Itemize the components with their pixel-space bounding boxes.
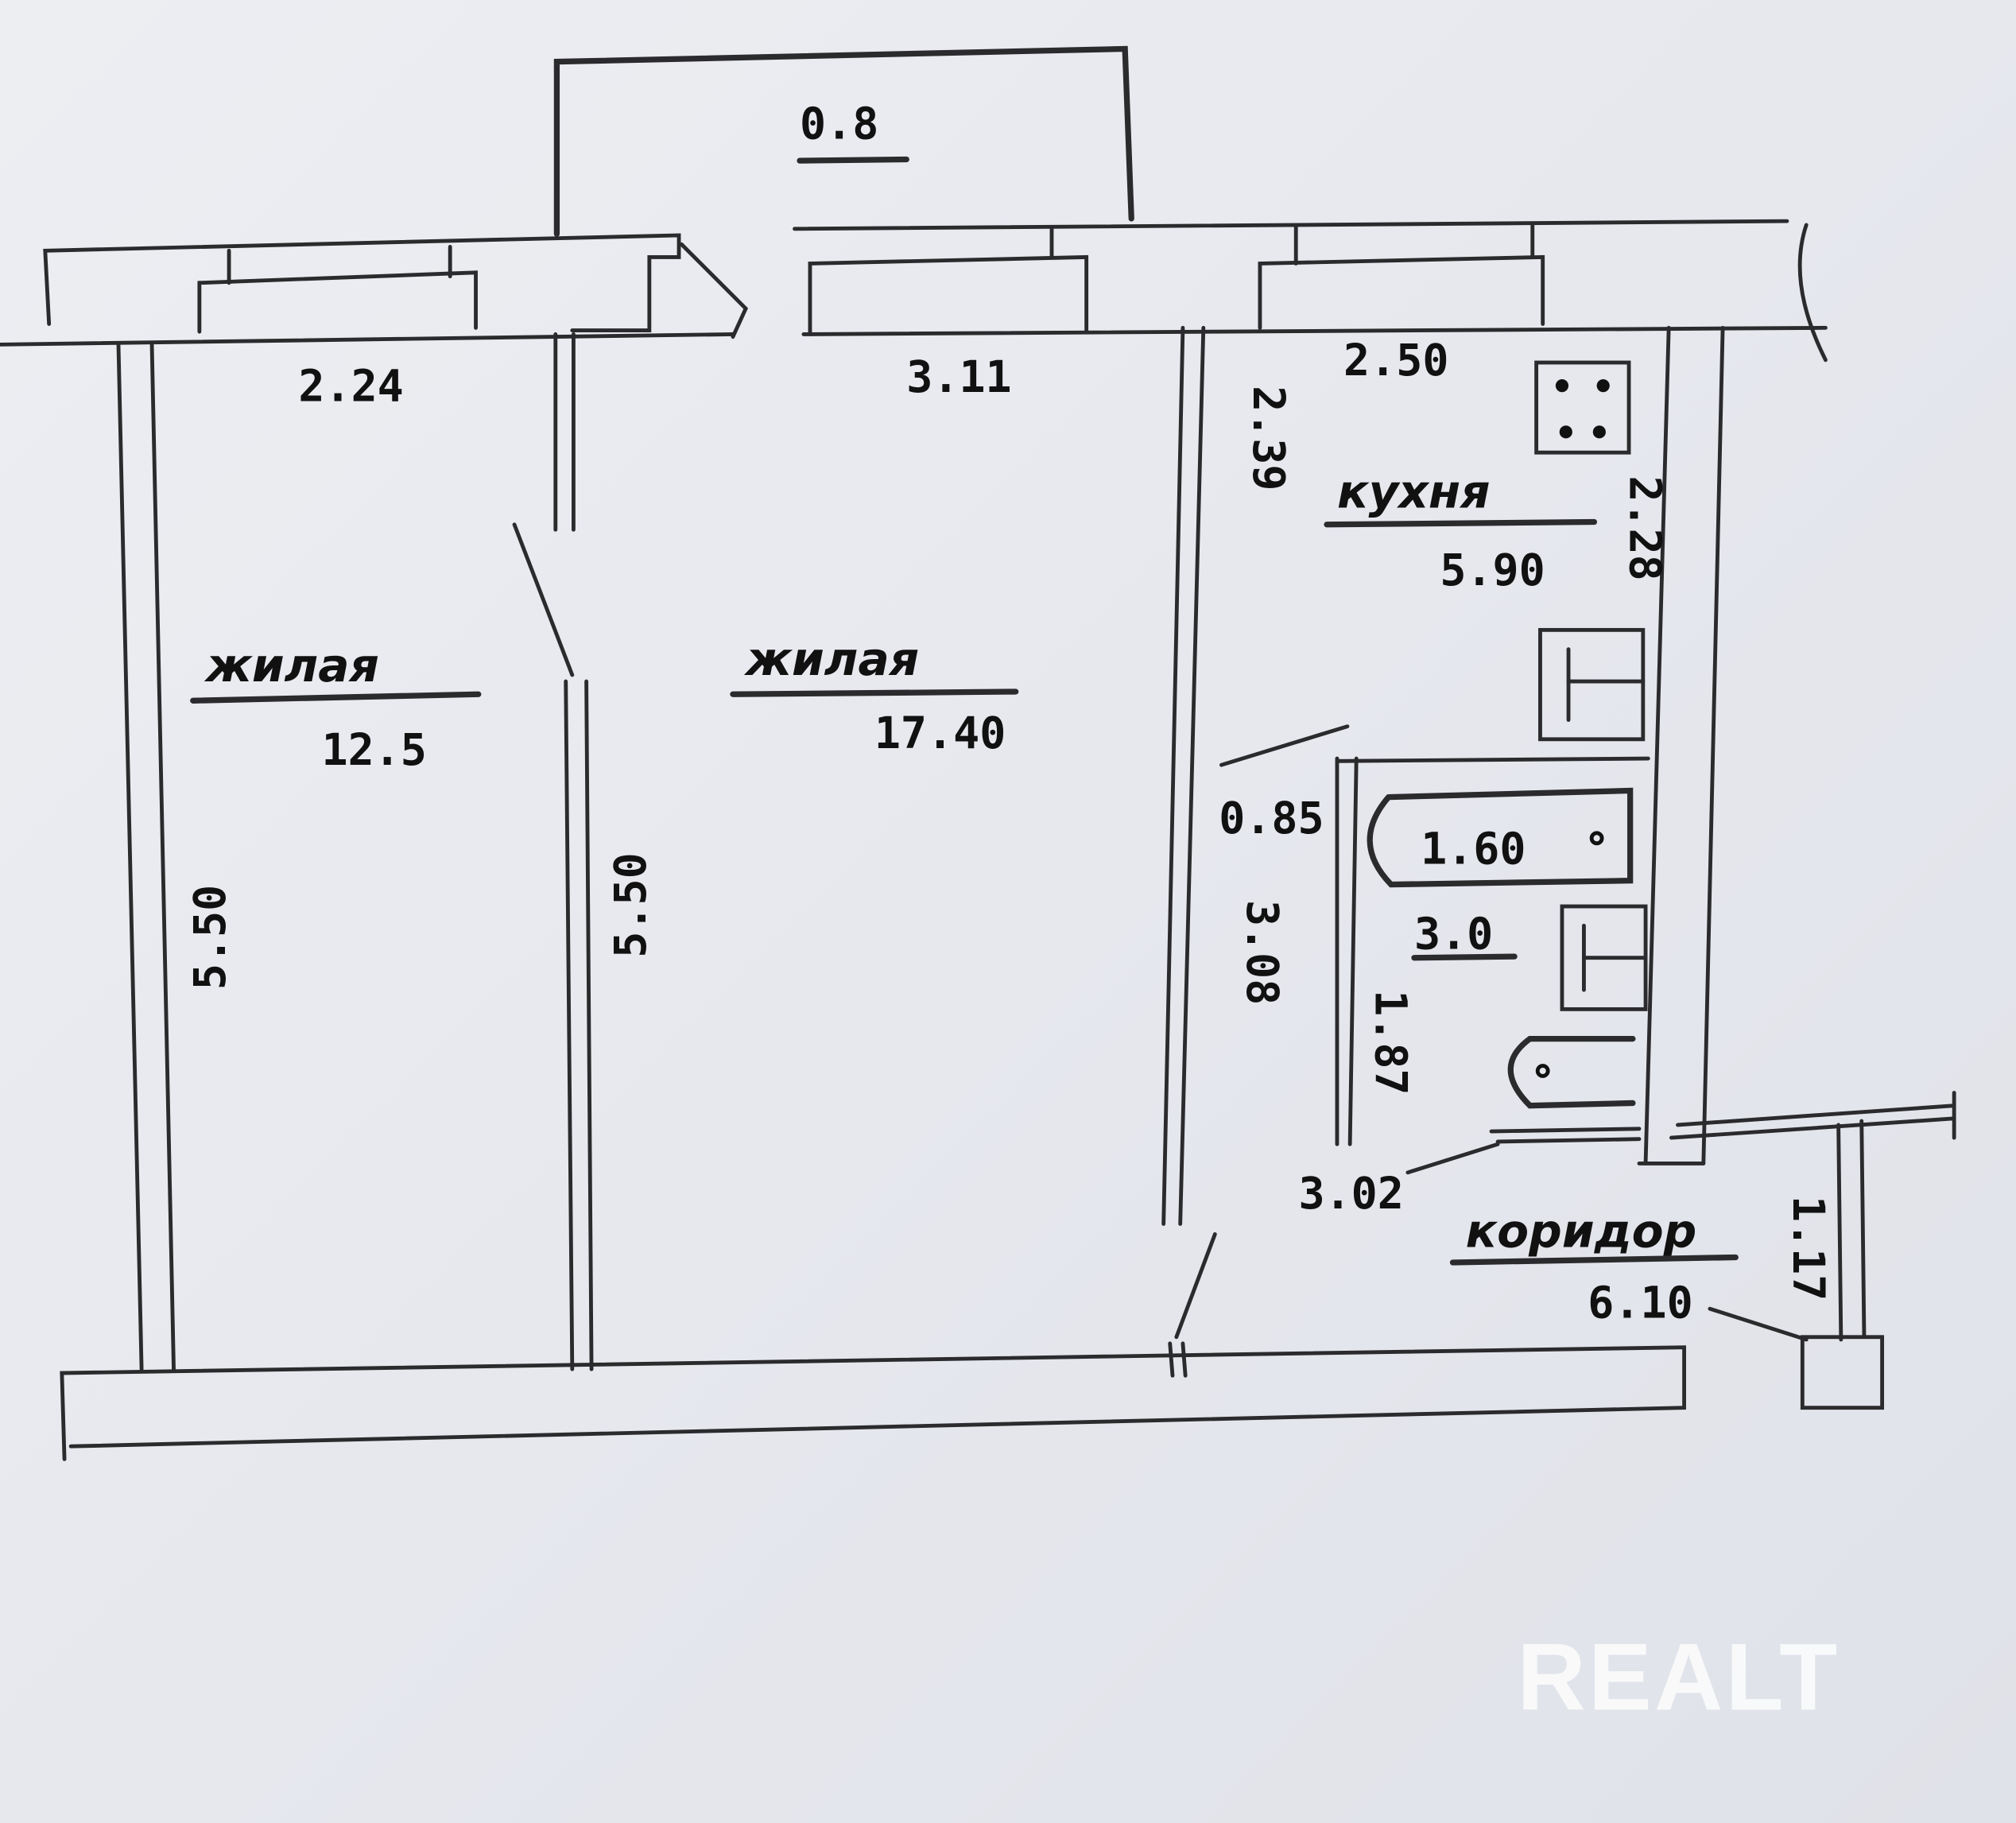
- room-2-area: 17.40: [874, 708, 1006, 758]
- bathroom-pointer: 3.02: [1298, 1168, 1403, 1219]
- balcony: 0.8: [553, 45, 1134, 237]
- room-1-name: жилая: [204, 638, 379, 692]
- corridor-side: 1.17: [1783, 1196, 1834, 1301]
- exterior-wall-top: [0, 219, 1828, 363]
- kitchen-width: 2.50: [1343, 335, 1448, 386]
- kitchen-length-right: 2.28: [1620, 475, 1671, 580]
- kitchen-fixtures: [1534, 360, 1646, 742]
- room-2-width: 3.11: [906, 351, 1011, 402]
- bathroom-door: 0.85: [1219, 793, 1324, 844]
- realt-watermark: REALT: [1517, 1625, 1840, 1731]
- bathtub-icon: [1367, 787, 1634, 888]
- room-2-name: жилая: [743, 632, 919, 686]
- room-labels: жилая 12.5 2.24 5.50 жилая 17.40 3.11 5.…: [184, 335, 1834, 1342]
- room-1-length: 5.50: [184, 885, 235, 990]
- toilet-area: 1.60: [1421, 824, 1526, 875]
- bathroom-area: 3.0: [1414, 908, 1493, 959]
- sink-icon: [1538, 627, 1646, 742]
- stove-icon: [1534, 360, 1631, 455]
- exterior-wall-bottom: [60, 1091, 1956, 1461]
- interior-walls: [116, 325, 1725, 1378]
- room-1-area: 12.5: [321, 724, 426, 775]
- bathroom: [1219, 724, 1650, 1175]
- balcony-area: 0.8: [800, 99, 878, 149]
- toilet-icon: [1507, 1035, 1636, 1109]
- kitchen-area: 5.90: [1440, 545, 1545, 595]
- corridor-name: коридор: [1466, 1204, 1697, 1259]
- room-1-width: 2.24: [298, 361, 403, 412]
- corridor-area: 6.10: [1588, 1277, 1692, 1328]
- kitchen-name: кухня: [1337, 465, 1491, 519]
- room-2-length: 5.50: [605, 852, 656, 957]
- wall-length: 3.08: [1237, 900, 1288, 1005]
- kitchen-length-left: 2.39: [1243, 386, 1294, 491]
- bathroom-length: 1.87: [1365, 990, 1416, 1095]
